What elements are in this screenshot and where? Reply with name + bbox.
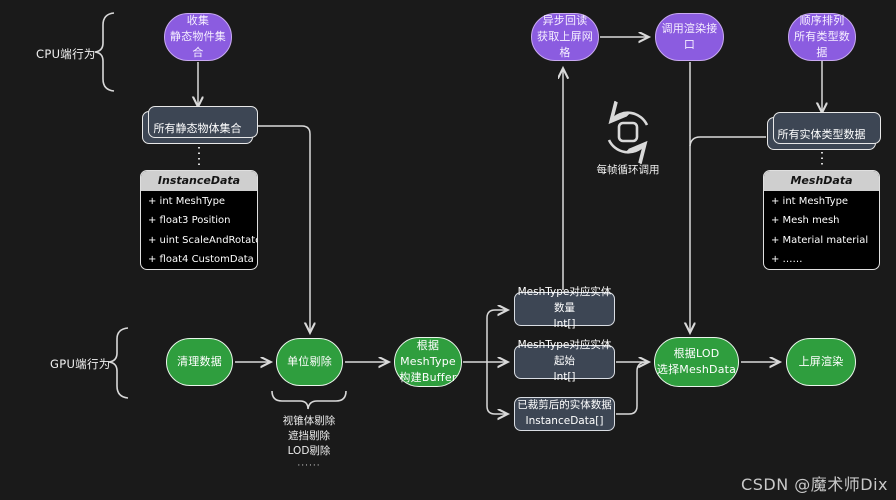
culling-note: 遮挡剔除 — [288, 430, 330, 443]
cpu-brace — [94, 12, 115, 92]
loop-refresh-icon — [607, 113, 649, 153]
node-text: 选择MeshData — [656, 363, 737, 376]
node-build-buffer-by-meshtype: 根据MeshType 构建Buffer — [394, 337, 462, 387]
node-text: 单位剔除 — [287, 355, 332, 369]
class-field: + Material material — [771, 234, 869, 246]
class-mesh-data: MeshData + int MeshType + Mesh mesh + Ma… — [763, 170, 880, 270]
buffer-entity-count: MeshType对应实体数量 Int[] — [514, 286, 615, 330]
buffer-text: Int[] — [553, 370, 576, 383]
culling-note-ellipsis: ······ — [297, 460, 321, 471]
class-field: + float4 CustomData — [148, 254, 254, 265]
buffer-culled-entities: 已裁剪后的实体数据 InstanceData[] — [514, 397, 615, 431]
store-label: 所有静态物体集合 — [153, 121, 242, 135]
buffer-text: 已裁剪后的实体数据 — [517, 399, 612, 412]
buffer-text: MeshType对应实体起始 — [517, 339, 612, 368]
edge-staticstore-to-culling — [254, 125, 310, 332]
node-collect-static-objects: 收集 静态物件集合 — [164, 13, 232, 61]
node-render-to-screen: 上屏渲染 — [786, 338, 856, 386]
buffer-entity-start: MeshType对应实体起始 Int[] — [514, 339, 615, 383]
class-title: MeshData — [764, 171, 879, 191]
class-instance-data: InstanceData + int MeshType + float3 Pos… — [140, 170, 258, 270]
buffer-text: InstanceData[] — [525, 415, 604, 427]
gpu-side-label: GPU端行为 — [50, 357, 111, 371]
node-text: 异步回读 — [542, 14, 588, 28]
store-label: 所有实体类型数据 — [777, 127, 866, 141]
class-field: + Mesh mesh — [771, 215, 840, 226]
buffer-text: Int[] — [553, 317, 576, 330]
node-sort-all-type-data: 顺序排列 所有类型数据 — [788, 13, 856, 61]
node-text: 顺序排列 — [799, 14, 845, 28]
node-text: 调用渲染接口 — [661, 22, 718, 51]
node-text: 清理数据 — [177, 355, 222, 369]
node-unit-culling: 单位剔除 — [276, 338, 343, 386]
node-clear-data: 清理数据 — [166, 338, 233, 386]
class-field: + …… — [771, 254, 803, 265]
node-text: 所有类型数据 — [794, 30, 850, 59]
edge-fan-to-entitycount — [486, 310, 507, 362]
loop-caption: 每帧循环调用 — [596, 164, 660, 176]
store-all-entity-type-data: 所有实体类型数据 — [767, 112, 881, 150]
edge-fan-to-culledentities — [486, 362, 507, 414]
node-async-readback: 异步回读 获取上屏网格 — [531, 13, 599, 61]
node-text: 构建Buffer — [399, 370, 457, 384]
node-call-render-api: 调用渲染接口 — [655, 13, 724, 61]
class-title: InstanceData — [141, 171, 257, 191]
culling-notes: 视锥体剔除 遮挡剔除 LOD剔除 ······ — [264, 414, 354, 473]
node-text: 根据LOD — [673, 347, 720, 361]
gpu-brace — [108, 327, 129, 399]
buffer-text: MeshType对应实体数量 — [517, 286, 612, 315]
node-text: 静态物件集合 — [170, 30, 226, 59]
class-field: + int MeshType — [148, 195, 226, 207]
class-field: + uint ScaleAndRotate — [148, 234, 258, 246]
class-field: + int MeshType — [771, 195, 849, 207]
store-all-static-objects: 所有静态物体集合 — [142, 106, 258, 144]
csdn-watermark: CSDN @魔术师Dix — [741, 475, 888, 494]
edge-culledentities-join — [616, 361, 646, 415]
culling-note: LOD剔除 — [287, 445, 331, 458]
node-text: 获取上屏网格 — [537, 30, 593, 59]
node-select-meshdata-by-lod: 根据LOD 选择MeshData — [654, 337, 739, 387]
culling-note: 视锥体剔除 — [282, 415, 336, 427]
culling-underbrace — [271, 390, 347, 410]
cpu-side-label: CPU端行为 — [36, 47, 96, 61]
node-text: 上屏渲染 — [798, 355, 844, 369]
node-text: 收集 — [186, 14, 210, 28]
class-field: + float3 Position — [148, 215, 231, 226]
node-text: 根据MeshType — [400, 339, 456, 369]
edge-entitystore-join — [689, 136, 766, 147]
